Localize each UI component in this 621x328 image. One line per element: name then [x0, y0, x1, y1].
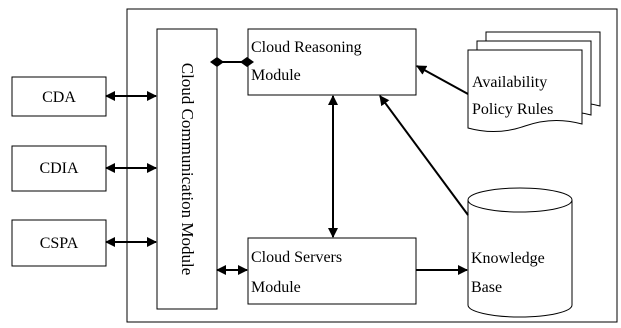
reasoning-module: Cloud Reasoning Module — [247, 28, 417, 96]
knowledge-base-body — [467, 200, 573, 318]
servers-module-label-line1: Cloud Servers — [251, 249, 342, 266]
agent-cspa: CSPA — [11, 219, 107, 267]
reasoning-module-label-line1: Cloud Reasoning — [251, 39, 362, 56]
policy-rules-label-line2: Policy Rules — [472, 101, 553, 118]
knowledge-base-label-line2: Base — [471, 279, 502, 296]
communication-module: Cloud Communication Module — [156, 28, 218, 310]
knowledge-base-label-line1: Knowledge — [471, 250, 545, 267]
servers-module-label-line2: Module — [251, 279, 301, 296]
policy-rules-label-line1: Availability — [472, 74, 547, 91]
arrow-policy-to-reasoning — [416, 65, 469, 95]
agent-cspa-label: CSPA — [40, 235, 79, 252]
knowledge-base-cylinder: Knowledge Base — [467, 187, 573, 318]
reasoning-module-label-line2: Module — [251, 67, 301, 84]
arrow-knowledge-to-reasoning — [379, 95, 469, 216]
servers-module: Cloud Servers Module — [247, 237, 417, 305]
agent-cdia-label: CDIA — [39, 160, 79, 177]
agent-cdia: CDIA — [11, 145, 107, 192]
agent-cda: CDA — [11, 76, 107, 117]
communication-module-label: Cloud Communication Module — [178, 63, 197, 276]
policy-doc-front — [467, 49, 583, 132]
policy-rules-document: Availability Policy Rules — [467, 31, 601, 132]
knowledge-base-top — [467, 187, 573, 213]
connectors — [105, 57, 469, 275]
agent-cda-label: CDA — [42, 89, 76, 106]
